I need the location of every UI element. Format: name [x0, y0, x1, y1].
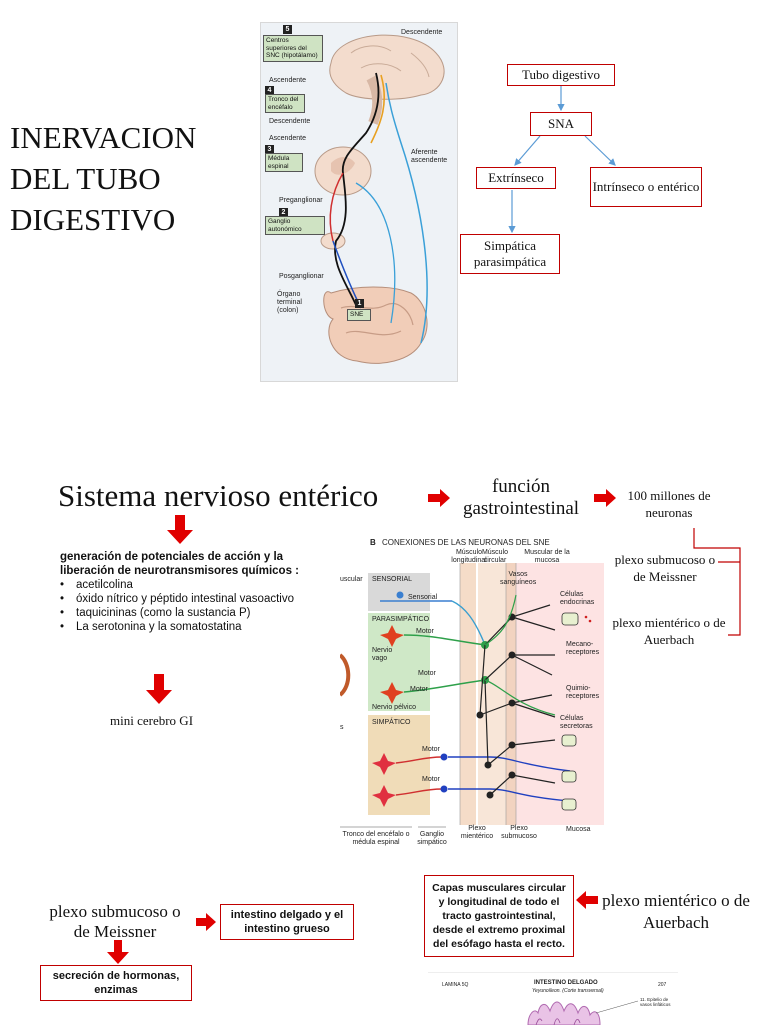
label-preganglionar: Preganglionar — [279, 197, 323, 204]
fig-header-letter: B — [370, 538, 376, 547]
label-quimioreceptores: Quimio-receptores — [566, 685, 600, 700]
panel-sensorial: SENSORIAL — [372, 576, 413, 583]
tree-root-tubo-digestivo: Tubo digestivo — [507, 64, 615, 86]
badge-1: 1 — [355, 299, 364, 308]
arrow-to-secrecion — [107, 940, 129, 964]
label-mucosa: Mucosa — [566, 826, 591, 833]
label-ascendente-1: Ascendente — [269, 77, 306, 84]
thumb-note: 11. Epitelio de vasos linfáticos — [640, 997, 671, 1007]
col-muscular-mucosa: Muscular de la mucosa — [524, 549, 570, 564]
label-organo-terminal: Órgano terminal (colon) — [277, 291, 302, 314]
arrow-to-intestino — [196, 913, 216, 931]
capas-musculares-box: Capas musculares circular y longitudinal… — [424, 875, 574, 957]
mini-cerebro-gi: mini cerebro GI — [110, 713, 194, 728]
label-plexo-submucoso: Plexo submucoso — [501, 825, 537, 840]
col-musculo-circular: Músculo circular — [481, 549, 509, 564]
slide-1-title: INERVACION DEL TUBO DIGESTIVO — [10, 117, 230, 240]
label-sne: SNE — [347, 309, 371, 321]
generacion-block: generación de potenciales de acción y la… — [60, 550, 330, 634]
neurotransmitter-list: acetilcolina óxido nítrico y péptido int… — [60, 578, 330, 634]
label-motor-3: Motor — [410, 686, 428, 693]
label-descendente-2: Descendente — [269, 118, 311, 125]
arrow-funcion-to-neuronas — [594, 489, 616, 507]
plexo-submucoso-right: plexo submucoso o de Meissner — [614, 552, 716, 584]
list-item: óxido nítrico y péptido intestinal vasoa… — [60, 592, 330, 606]
nerve-pathway-figure: Descendente 5 Centros superiores del SNC… — [260, 22, 458, 382]
intestino-box: intestino delgado y el intestino grueso — [220, 904, 354, 940]
list-item: La serotonina y la somatostatina — [60, 620, 330, 634]
sne-connections-figure: B CONEXIONES DE LAS NEURONAS DEL SNE Mús… — [340, 535, 604, 853]
label-tronco-encefalo: Tronco del encéfalo — [265, 94, 305, 113]
label-aferente-ascendente: Aferente ascendente — [411, 149, 448, 164]
label-medula-espinal: Médula espinal — [265, 153, 303, 172]
thumb-lamina: LAMINA 5Q — [442, 982, 469, 988]
sne-connections-illustration — [340, 563, 604, 828]
villi-illustration — [527, 1000, 639, 1025]
title-line-2: DEL TUBO — [10, 161, 161, 196]
pathway-illustration — [314, 34, 445, 364]
panel-parasimpatico: PARASIMPÁTICO — [372, 616, 430, 623]
plexo-mienterico-right: plexo mientérico o de Auerbach — [612, 615, 726, 647]
label-vasos-sanguineos: Vasos sanguíneos — [500, 571, 537, 586]
label-side-s: s — [340, 724, 344, 731]
label-muscular-cut: uscular — [340, 576, 363, 583]
label-celulas-secretoras: Células secretoras — [560, 715, 593, 730]
fig-header: CONEXIONES DE LAS NEURONAS DEL SNE — [382, 538, 550, 547]
label-motor-1: Motor — [416, 628, 434, 635]
label-posganglionar: Posganglionar — [279, 273, 324, 280]
badge-3: 3 — [265, 145, 274, 154]
panel-simpatico: SIMPÁTICO — [372, 719, 411, 726]
arrow-title-to-funcion — [428, 489, 450, 507]
thumb-title: INTESTINO DELGADO — [534, 980, 598, 986]
slide-2-title: Sistema nervioso entérico — [58, 478, 379, 513]
label-sensorial-neuron: Sensorial — [408, 594, 438, 601]
title-line-1: INERVACION — [10, 120, 197, 155]
thumb-subtitle: Yeyunoíleon. (Corte transversal) — [532, 988, 604, 994]
funcion-gastrointestinal: función gastrointestinal — [462, 476, 580, 519]
badge-4: 4 — [265, 86, 274, 95]
tree-node-extrinseco: Extrínseco — [476, 167, 556, 189]
tree-connectors — [508, 86, 616, 234]
label-tronco-medula: Tronco del encéfalo o médula espinal — [342, 831, 410, 846]
arrow-to-mini-cerebro — [146, 674, 172, 704]
label-motor-2: Motor — [418, 670, 436, 677]
label-nervio-vago: Nervio vago — [372, 647, 393, 662]
plexo-mienterico-s3: plexo mientérico o de Auerbach — [602, 891, 750, 932]
label-centros-superiores: Centros superiores del SNC (hipotálamo) — [263, 35, 323, 62]
label-motor-5: Motor — [422, 776, 440, 783]
list-item: taquicininas (como la sustancia P) — [60, 606, 330, 620]
label-mecanoreceptores: Mecano-receptores — [566, 641, 600, 656]
title-line-3: DIGESTIVO — [10, 202, 176, 237]
col-musculo-longitudinal: Músculo longitudinal — [451, 549, 487, 564]
thumb-page: 207 — [658, 982, 667, 988]
list-item: acetilcolina — [60, 578, 330, 592]
tree-leaf-simpatica: Simpática parasimpática — [460, 234, 560, 274]
tree-node-intrinseco: Intrínseco o entérico — [590, 167, 702, 207]
arrow-title-down — [167, 515, 193, 544]
plexo-submucoso-s3: plexo submucoso o de Meissner — [49, 902, 181, 941]
generacion-heading: generación de potenciales de acción y la… — [60, 551, 300, 577]
label-celulas-endocrinas: Células endocrinas — [560, 591, 595, 606]
histology-thumbnail: LAMINA 5Q INTESTINO DELGADO Yeyunoíleon.… — [428, 972, 678, 1025]
badge-2: 2 — [279, 208, 288, 217]
label-ganglio-simpatico: Ganglio simpático — [417, 831, 447, 846]
label-ascendente-2: Ascendente — [269, 135, 306, 142]
label-ganglio-autonomico: Ganglio autonómico — [265, 216, 325, 235]
secrecion-box: secreción de hormonas, enzimas — [40, 965, 192, 1001]
cien-millones-neuronas: 100 millones de neuronas — [627, 488, 711, 520]
label-plexo-mienterico: Plexo mientérico — [460, 825, 494, 840]
label-descendente-top: Descendente — [401, 29, 443, 36]
label-motor-4: Motor — [422, 746, 440, 753]
label-nervio-pelvico: Nervio pélvico — [372, 704, 416, 711]
badge-5: 5 — [283, 25, 292, 34]
arrow-from-plexo-mient — [576, 891, 598, 909]
tree-node-sna: SNA — [530, 112, 592, 136]
